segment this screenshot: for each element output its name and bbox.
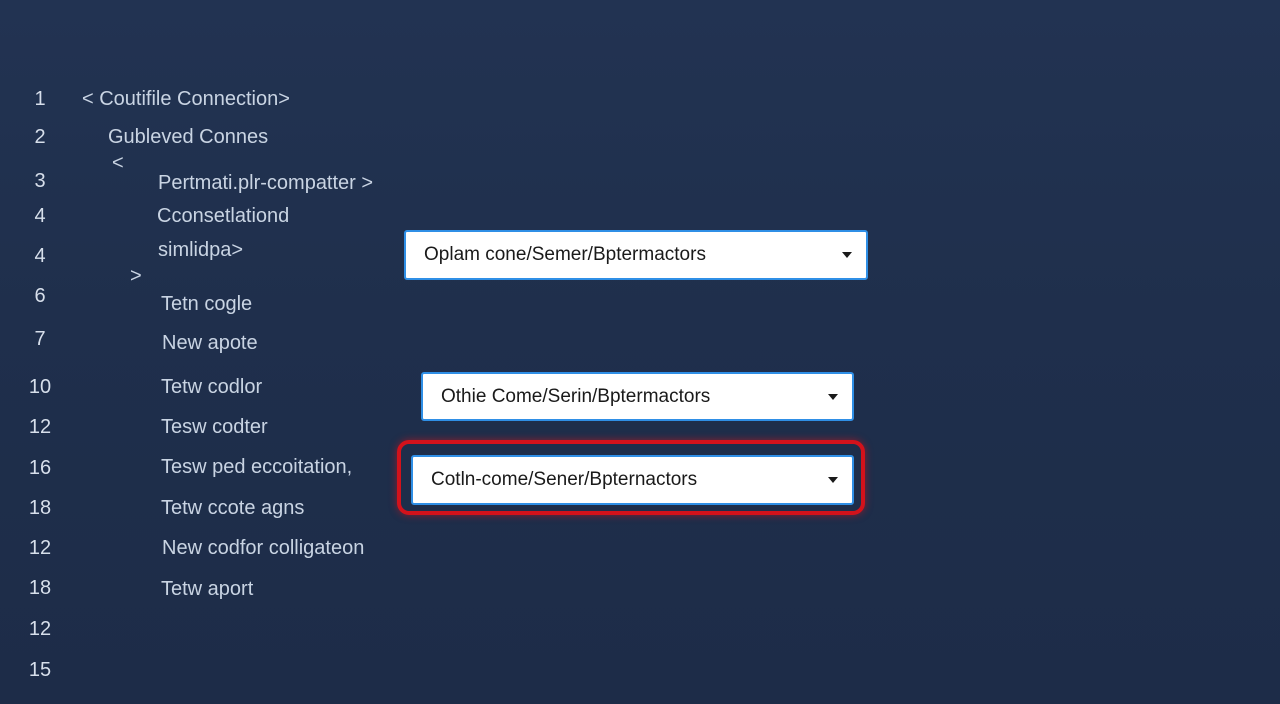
code-line: simlidpa>: [158, 239, 244, 261]
line-number: 1: [34, 88, 46, 110]
line-number: 12: [28, 537, 52, 559]
connection-dropdown-2[interactable]: Othie Come/Serin/Bptermactors: [421, 372, 854, 421]
code-line: Tesw ped eccoitation,: [161, 456, 353, 478]
line-number: 6: [34, 285, 46, 307]
code-line: Tetn cogle: [161, 293, 253, 315]
caret-down-icon: [828, 477, 838, 483]
dropdown-value: Othie Come/Serin/Bptermactors: [441, 385, 711, 407]
code-line: < Coutifile Connection>: [82, 88, 290, 110]
caret-down-icon: [828, 393, 838, 400]
line-number: 10: [28, 376, 52, 398]
line-number: 18: [28, 497, 52, 519]
line-number: 12: [28, 618, 52, 640]
code-line: Gublevеd Connes: [108, 126, 269, 148]
line-number: 16: [28, 457, 52, 479]
dropdown-value: Oplam cone/Semer/Bptermactors: [424, 244, 706, 265]
line-number: 4: [34, 205, 46, 227]
line-number: 15: [28, 659, 52, 681]
line-number: 2: [34, 126, 46, 148]
line-number: 7: [34, 328, 46, 350]
code-line: Tetw aport: [161, 578, 254, 600]
highlight-outline: [397, 440, 865, 515]
line-number: 18: [28, 577, 52, 599]
line-number: 12: [28, 416, 52, 438]
code-line: New apote: [162, 332, 258, 354]
connection-dropdown-1[interactable]: Oplam cone/Semer/Bptermactors: [404, 230, 868, 280]
code-line: New codfor colligateon: [162, 537, 365, 559]
code-line: Pertmati.plr-compatter >: [158, 172, 374, 194]
code-line: Tetw ccote agns: [161, 497, 305, 519]
code-line: <: [112, 152, 124, 174]
line-number: 4: [34, 245, 46, 267]
code-line: Tetw codlor: [161, 376, 263, 398]
code-line: Tesw codter: [161, 416, 268, 438]
code-line: >: [130, 265, 142, 287]
dropdown-value: Cotln-come/Sener/Bpternactors: [431, 469, 698, 490]
line-number: 3: [34, 170, 46, 192]
caret-down-icon: [842, 252, 852, 258]
code-line: Cconsetlationd: [157, 205, 290, 227]
connection-dropdown-3[interactable]: Cotln-come/Sener/Bpternactors: [411, 455, 854, 505]
